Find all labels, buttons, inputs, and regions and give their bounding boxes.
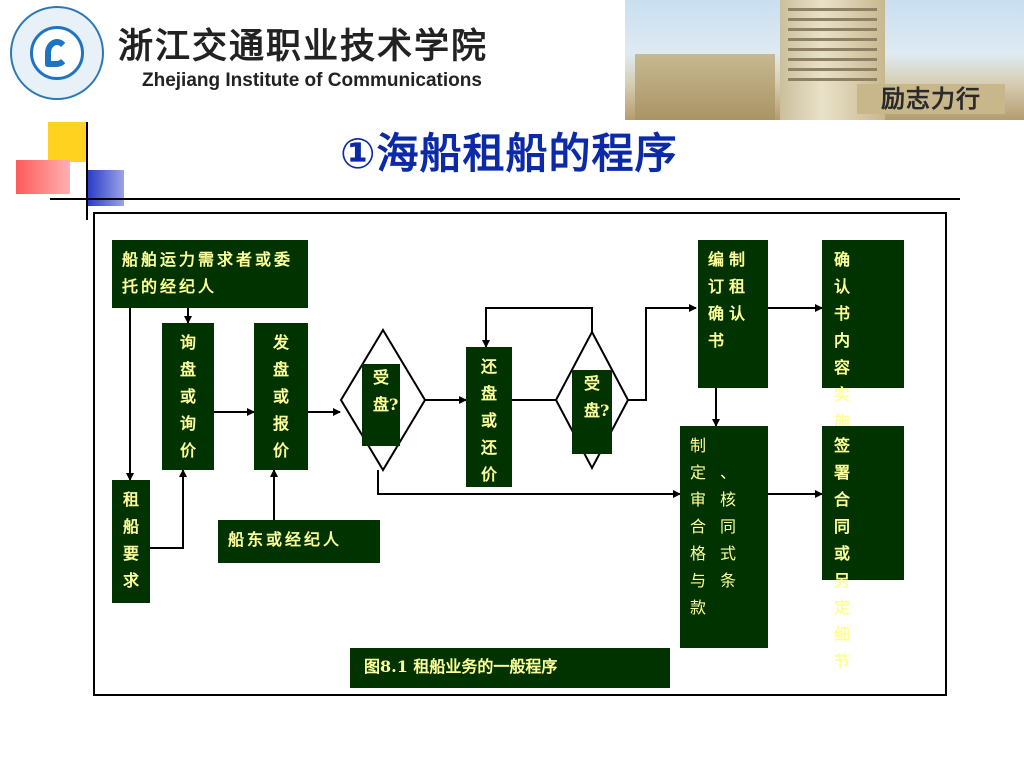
- box-counter-offer-text: 还盘或还价: [480, 357, 497, 484]
- box-accept-2: 受盘?: [572, 370, 612, 454]
- box-accept-1: 受盘?: [362, 364, 400, 446]
- deco-red-square: [16, 160, 70, 194]
- box-inquiry-text: 询盘或询价: [179, 333, 196, 460]
- box-shipowner-text: 船东或经纪人: [228, 530, 343, 549]
- diagram-caption: 图8.1 租船业务的一般程序: [350, 648, 670, 688]
- box-confirm: 编制订租确认书: [698, 240, 768, 388]
- slogan-label: 励志力行: [857, 84, 1005, 114]
- box-contract: 制定、审核合同格式与条款: [680, 426, 768, 648]
- campus-building-low: [635, 54, 775, 120]
- box-offer: 发盘或报价: [254, 323, 308, 470]
- deco-horizontal-line: [50, 198, 960, 200]
- header-banner: 浙江交通职业技术学院 Zhejiang Institute of Communi…: [0, 0, 1024, 120]
- deco-yellow-square: [48, 122, 88, 162]
- box-confirm-content: 确认书内容实施: [822, 240, 904, 431]
- box-contract-text: 制定、审核合同格式与条款: [690, 436, 751, 617]
- school-logo: [10, 6, 104, 100]
- campus-photo: 励志力行: [625, 0, 1024, 120]
- box-charter-request-text: 租船要求: [123, 490, 140, 590]
- box-confirm-content-text: 确认书内容实施: [834, 250, 865, 431]
- box-sign-text: 签署合同或另定细节: [834, 436, 865, 671]
- deco-vertical-line: [86, 122, 88, 220]
- deco-blue-square: [88, 170, 124, 206]
- box-accept-2-text: 受盘?: [584, 374, 610, 420]
- diagram-caption-text: 图8.1 租船业务的一般程序: [364, 657, 558, 676]
- logo-emblem: [30, 26, 84, 80]
- box-confirm-text: 编制订租确认书: [708, 250, 751, 350]
- box-counter-offer: 还盘或还价: [466, 347, 512, 487]
- box-shipowner: 船东或经纪人: [218, 520, 380, 563]
- school-name-en: Zhejiang Institute of Communications: [142, 70, 482, 91]
- logo-swirl-icon: [45, 39, 69, 67]
- box-offer-text: 发盘或报价: [272, 333, 289, 460]
- box-accept-1-text: 受盘?: [373, 368, 399, 414]
- box-inquiry: 询盘或询价: [162, 323, 214, 470]
- box-sign: 签署合同或另定细节: [822, 426, 904, 671]
- box-demand-text: 船舶运力需求者或委托的经纪人: [122, 250, 294, 296]
- school-name-cn: 浙江交通职业技术学院: [118, 27, 489, 67]
- slide-title: ①海船租船的程序: [340, 129, 678, 178]
- box-demand: 船舶运力需求者或委托的经纪人: [112, 240, 308, 308]
- box-charter-request: 租船要求: [112, 480, 150, 603]
